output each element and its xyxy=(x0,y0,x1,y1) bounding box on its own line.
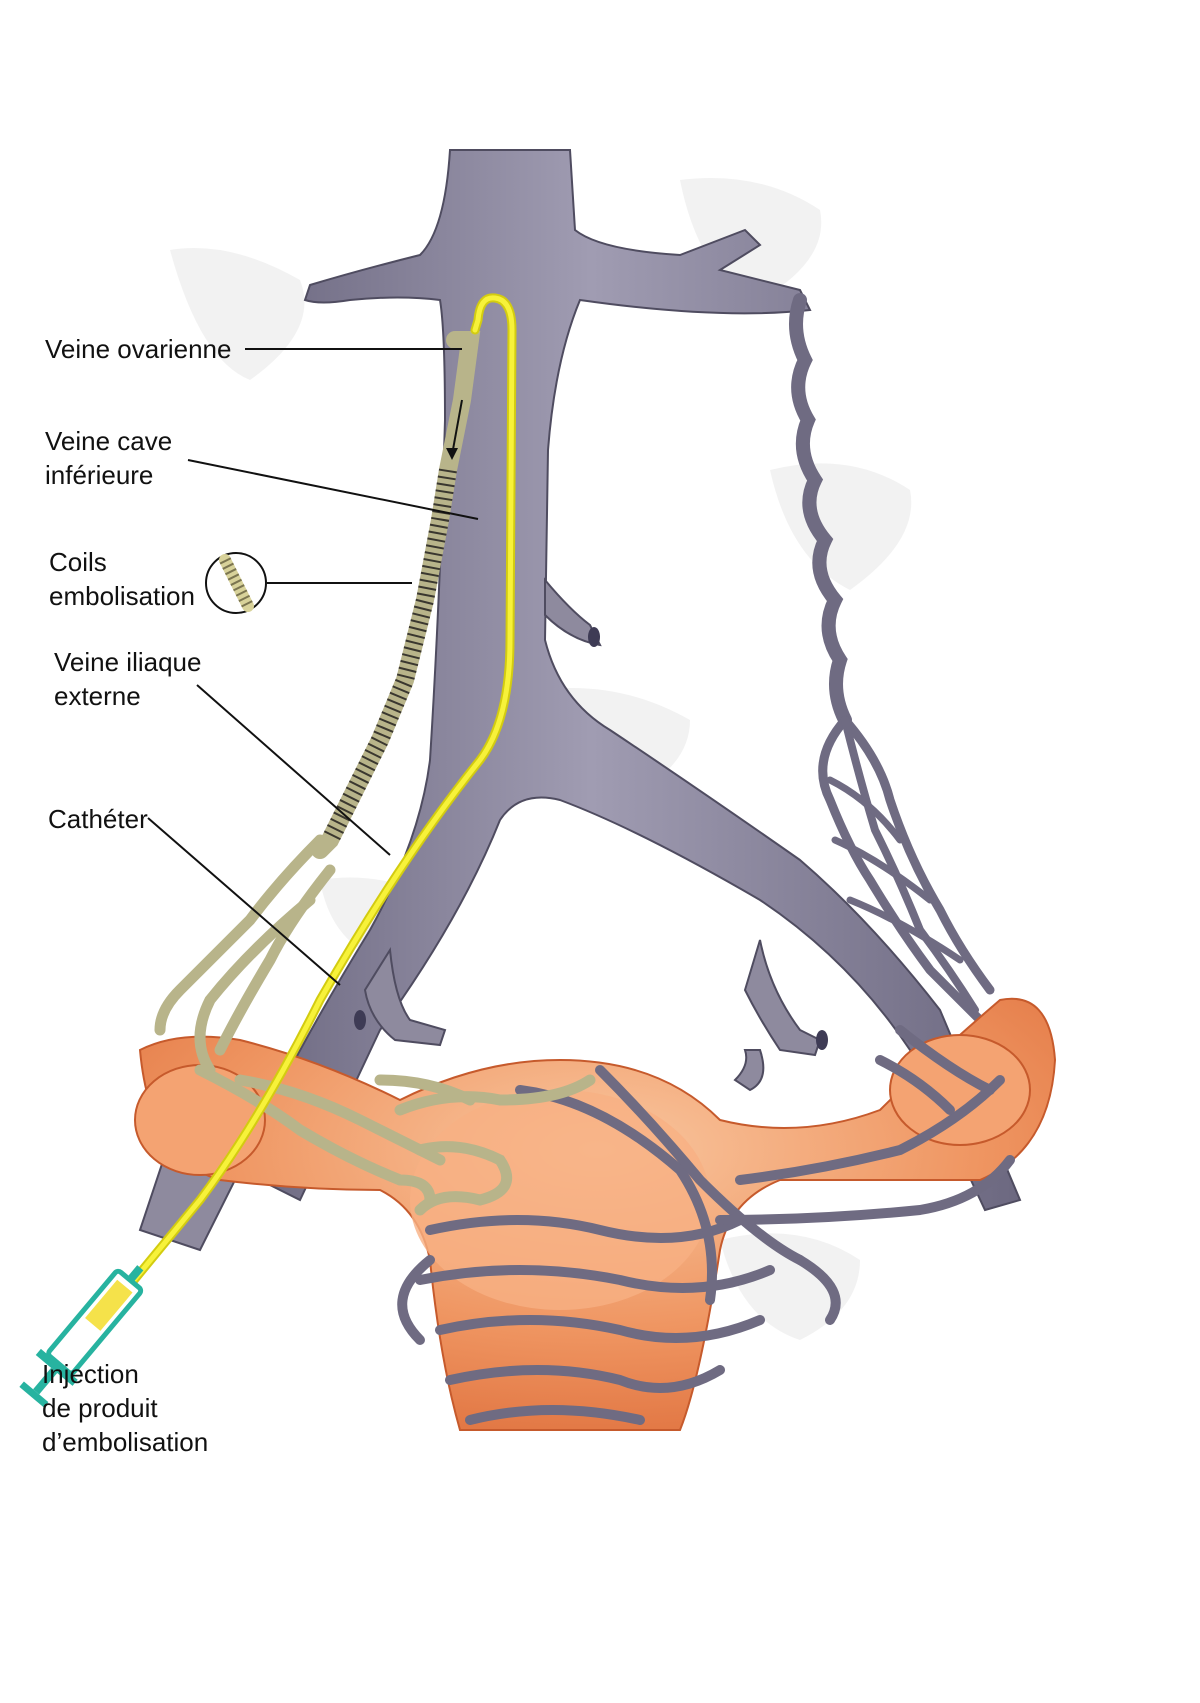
pelvic-venous-plexus xyxy=(397,1025,1015,1425)
syringe-icon xyxy=(19,1265,144,1408)
coil-inset-icon xyxy=(205,552,267,614)
label-coils-embolisation: Coils embolisation xyxy=(49,547,195,611)
label-catheter: Cathéter xyxy=(48,804,148,834)
leader-lines xyxy=(147,348,479,986)
label-external-iliac-vein: Veine iliaque externe xyxy=(54,647,202,711)
label-injection: Injection de produit d’embolisation xyxy=(42,1359,209,1457)
uterus-and-ovaries xyxy=(134,997,1057,1431)
label-inferior-vena-cava: Veine cave inférieure xyxy=(45,426,173,490)
label-ovarian-vein: Veine ovarienne xyxy=(45,334,232,364)
right-ovarian-vein xyxy=(789,293,995,1035)
